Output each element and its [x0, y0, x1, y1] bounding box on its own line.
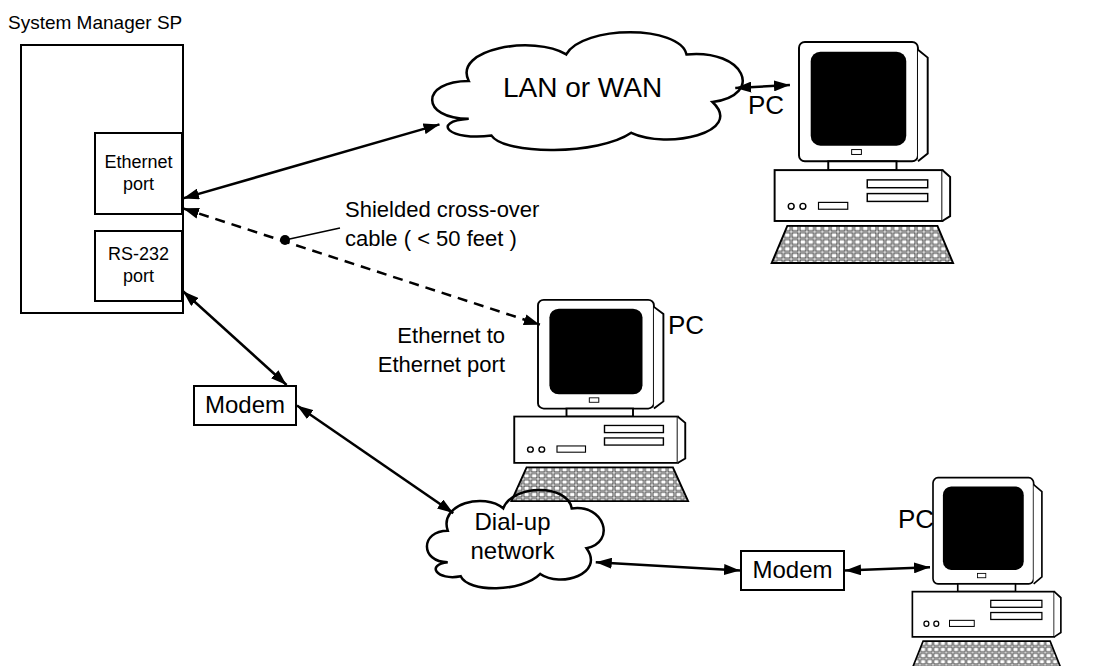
pc-label: PC	[748, 90, 784, 121]
pc-label: PC	[898, 504, 934, 535]
link-arrow	[183, 124, 440, 198]
port-box: Modem	[193, 385, 297, 426]
port-box: RS-232 port	[94, 230, 183, 302]
cloud-label: Dial-up network	[458, 508, 568, 566]
pc-label: PC	[668, 310, 704, 341]
port-box: Ethernet port	[94, 132, 183, 215]
cloud-label: LAN or WAN	[503, 71, 662, 105]
pc-illustration	[511, 300, 688, 501]
pc-node: PC	[868, 476, 1068, 666]
device-box: System Manager SPEthernet portRS-232 por…	[20, 44, 184, 314]
link-arrow	[297, 406, 453, 514]
device-title: System Manager SP	[8, 12, 182, 35]
box-label: Modem	[752, 556, 832, 585]
note-label: Shielded cross-over cable ( < 50 feet )	[345, 196, 560, 253]
link-arrow	[596, 562, 740, 570]
note-label: Ethernet to Ethernet port	[365, 322, 505, 379]
network-cloud: Dial-up network	[420, 478, 605, 595]
link-arrow	[735, 85, 790, 88]
pc-node: PC	[500, 298, 710, 503]
link-arrow	[183, 291, 287, 385]
box-label: Modem	[205, 391, 285, 420]
leader-line	[285, 228, 340, 240]
pc-node: PC	[745, 40, 955, 265]
port-box: Modem	[740, 550, 845, 591]
box-label: Ethernet port	[102, 152, 175, 195]
pc-illustration	[772, 42, 953, 263]
link-arrow	[845, 567, 930, 570]
box-label: RS-232 port	[102, 244, 175, 287]
network-cloud: LAN or WAN	[420, 18, 745, 158]
